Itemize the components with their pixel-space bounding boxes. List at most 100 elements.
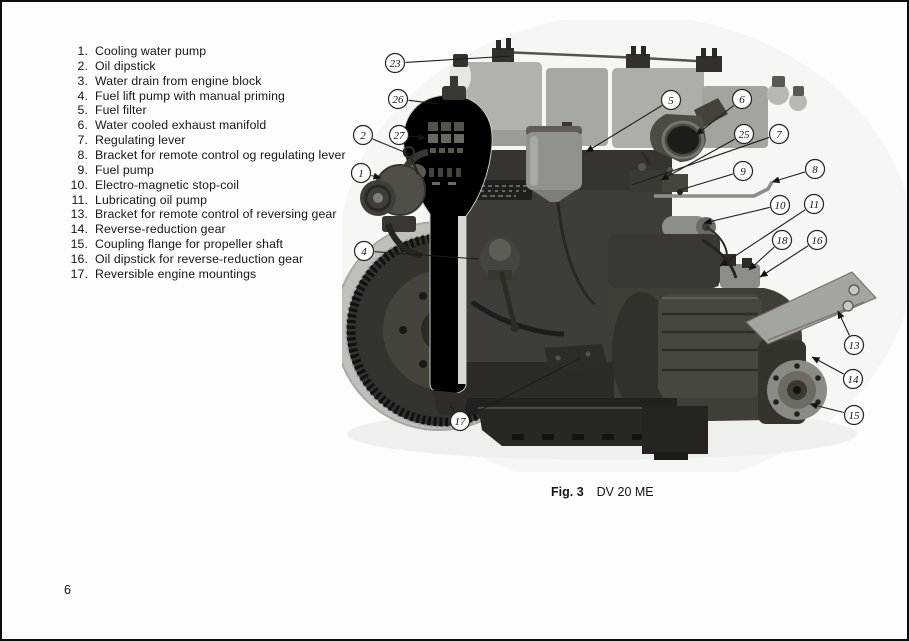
callout-number-15: 15: [849, 410, 861, 422]
page-number: 6: [64, 583, 71, 597]
part-label: Regulating lever: [95, 133, 186, 148]
part-number: 8.: [77, 148, 88, 163]
leader-line-5: [585, 105, 663, 153]
part-label: Reverse-reduction gear: [95, 222, 226, 237]
parts-list-item: 5. Fuel filter: [62, 103, 382, 118]
callout-circle-15: [843, 404, 865, 426]
leader-line-13: [837, 310, 850, 336]
parts-list-item: 2. Oil dipstick: [62, 59, 382, 74]
parts-list-item: 9.Fuel pump: [62, 163, 382, 178]
part-label: Oil dipstick for reverse-reduction gear: [95, 252, 304, 267]
leader-line-8: [771, 171, 806, 184]
callout-number-5: 5: [668, 95, 674, 107]
callout-number-9: 9: [740, 166, 746, 178]
oil-pan: [462, 398, 708, 460]
leader-line-15: [809, 402, 844, 414]
callout-number-7: 7: [776, 129, 782, 141]
callout-circle-27: [388, 124, 410, 146]
callout-circle-9: [732, 160, 754, 182]
coupling-flange: [767, 360, 827, 420]
leader-line-1: [371, 172, 382, 180]
callout-number-26: 26: [393, 94, 405, 106]
callout-circle-26: [387, 88, 409, 110]
callout-number-17: 17: [455, 416, 467, 428]
parts-list-item: 11.Lubricating oil pump: [62, 193, 382, 208]
part-number: 7.: [77, 133, 88, 148]
leader-line-26: [408, 99, 440, 105]
part-label: Fuel filter: [95, 103, 147, 118]
part-label: Cooling water pump: [95, 44, 207, 58]
leader-line-18: [748, 246, 775, 271]
part-number: 13.: [70, 207, 88, 222]
parts-list-item: 17. Reversible engine mountings: [62, 267, 382, 282]
parts-list-item: 3.Water drain from engine block: [62, 74, 382, 89]
part-label: Reversible engine mountings: [95, 266, 257, 281]
callout-circle-17: [449, 410, 471, 432]
callout-circle-4: [353, 240, 375, 262]
part-number: 1.: [77, 44, 88, 58]
callout-circle-16: [806, 229, 828, 251]
part-label: Lubricating oil pump: [95, 192, 208, 207]
part-number: 14.: [70, 222, 88, 237]
callout-number-10: 10: [775, 200, 787, 212]
exhaust-riser: [403, 76, 493, 395]
callout-number-16: 16: [812, 235, 824, 247]
callout-number-27: 27: [394, 130, 406, 142]
leader-line-6: [695, 105, 735, 136]
gear-oil-dipstick: [742, 258, 752, 268]
parts-list-item: 10.Electro-magnetic stop-coil: [62, 178, 382, 193]
parts-list-item: 8.Bracket for remote control og regulati…: [62, 148, 382, 163]
part-label: Coupling flange for propeller shaft: [95, 237, 284, 252]
part-label: Electro-magnetic stop-coil: [95, 177, 240, 192]
part-number: 16.: [70, 252, 88, 267]
figure-label: Fig. 3: [551, 485, 584, 499]
leader-line-14: [811, 356, 844, 375]
leader-line-9: [679, 173, 734, 191]
callout-number-8: 8: [812, 164, 818, 176]
figure-model: DV 20 ME: [596, 485, 654, 499]
callout-number-11: 11: [809, 199, 819, 211]
callout-circle-8: [804, 158, 826, 180]
part-label: Oil dipstick: [95, 58, 156, 73]
fuel-filter: [526, 122, 582, 202]
callout-circle-25: [733, 123, 755, 145]
part-number: 5.: [77, 103, 88, 118]
callout-number-1: 1: [358, 168, 364, 180]
part-number: 17.: [70, 266, 88, 281]
part-number: 2.: [77, 58, 88, 73]
callout-circle-23: [384, 52, 406, 74]
leader-line-10: [703, 206, 770, 225]
callout-circle-13: [843, 334, 865, 356]
leader-line-27: [409, 133, 427, 141]
parts-list-item: 1. Cooling water pump: [62, 44, 382, 59]
callout-circle-1: [350, 162, 372, 184]
callout-circle-7: [768, 123, 790, 145]
name-plate: [470, 180, 532, 200]
callout-circle-5: [660, 89, 682, 111]
mounting-bracket-arm: [745, 271, 877, 345]
fuel-lift-pump: [480, 238, 520, 332]
parts-list-item: 15.Coupling flange for propeller shaft: [62, 237, 382, 252]
callout-number-2: 2: [360, 130, 366, 142]
parts-list-item: 13.Bracket for remote control of reversi…: [62, 207, 382, 222]
part-label: Water cooled exhaust manifold: [95, 118, 267, 133]
callout-number-18: 18: [777, 235, 789, 247]
callout-number-13: 13: [849, 340, 861, 352]
leader-line-23: [405, 55, 512, 63]
figure-caption: Fig. 3 DV 20 ME: [551, 485, 654, 499]
parts-list-item: 16. Oil dipstick for reverse-reduction ge…: [62, 252, 382, 267]
parts-list-item: 14. Reverse-reduction gear: [62, 222, 382, 237]
callout-circle-11: [803, 193, 825, 215]
part-label: Fuel lift pump with manual priming: [95, 88, 285, 103]
leader-line-17: [450, 405, 456, 413]
engine-mounting-rear: [544, 344, 608, 372]
part-number: 3.: [77, 73, 88, 88]
callout-number-14: 14: [848, 374, 860, 386]
parts-list-item: 7. Regulating lever: [62, 133, 382, 148]
part-label: Fuel pump: [95, 162, 154, 177]
leader-line-11: [719, 209, 806, 267]
